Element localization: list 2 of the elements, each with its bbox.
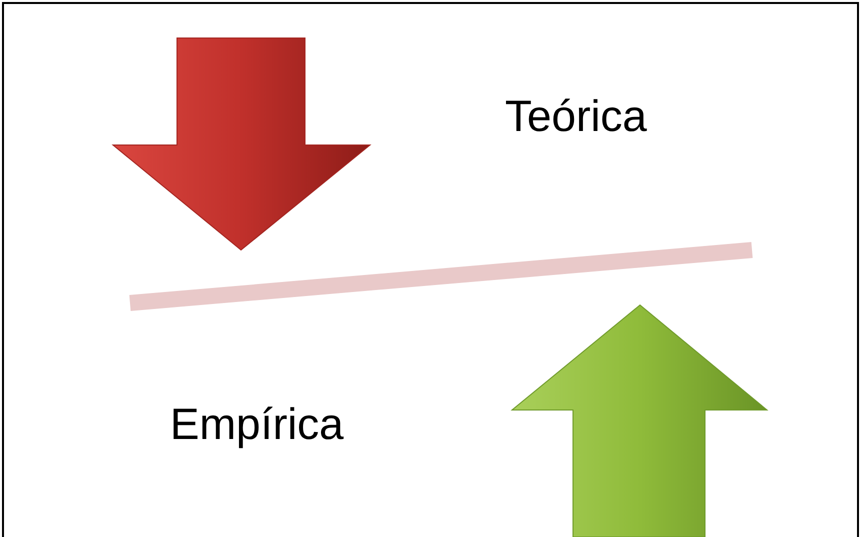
text-label: Empírica — [170, 403, 344, 447]
text-label: Teórica — [505, 95, 647, 139]
